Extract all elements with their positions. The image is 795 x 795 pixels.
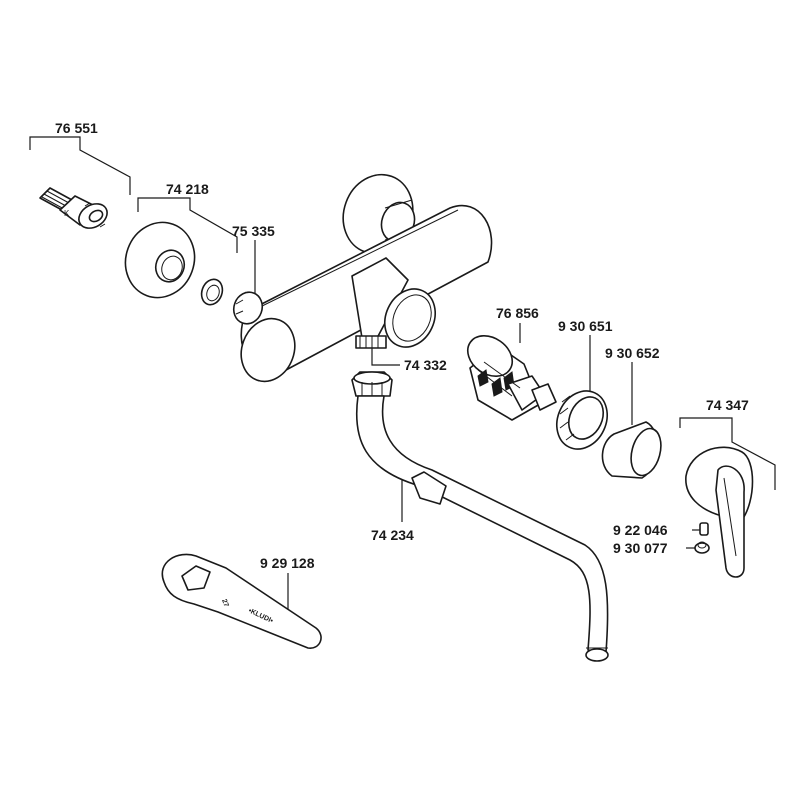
eccentric-connector: K: [39, 187, 108, 229]
threaded-ring: [556, 390, 608, 450]
mixer-body: [232, 173, 493, 383]
screw-cap: [694, 541, 710, 554]
leader-74332: [371, 345, 400, 366]
grub-screw: [699, 522, 709, 536]
label-74332: 74 332: [404, 357, 447, 373]
label-75335: 75 335: [232, 223, 275, 239]
label-922046: 9 22 046: [613, 522, 668, 538]
washer: [200, 278, 224, 306]
bracket-74347: [679, 417, 776, 490]
spout: [351, 371, 609, 662]
label-930652: 9 30 652: [605, 345, 660, 361]
label-76856: 76 856: [496, 305, 539, 321]
label-74218: 74 218: [166, 181, 209, 197]
k-mark: K: [64, 209, 70, 218]
label-74234: 74 234: [371, 527, 414, 543]
wrench-size: 27: [220, 598, 229, 608]
bracket-76551: [29, 136, 131, 195]
cover-sleeve: [601, 421, 662, 479]
rosette: [124, 221, 196, 299]
leader-lines: [29, 136, 776, 622]
cartridge: [466, 335, 557, 421]
label-74347: 74 347: [706, 397, 749, 413]
lever-handle: [685, 446, 754, 578]
bracket-74218: [137, 197, 238, 253]
part-labels: 76 551 74 218 75 335 74 332 76 856 9 30 …: [55, 120, 749, 571]
label-930077: 9 30 077: [613, 540, 668, 556]
label-930651: 9 30 651: [558, 318, 613, 334]
wrench: •KLUDI• 27: [161, 553, 322, 649]
label-76551: 76 551: [55, 120, 98, 136]
label-929128: 9 29 128: [260, 555, 315, 571]
